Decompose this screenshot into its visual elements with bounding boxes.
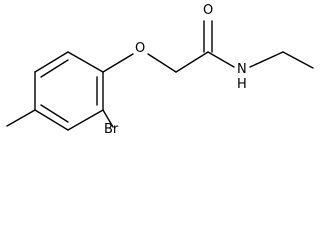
ring-double-bond [40, 104, 69, 123]
amide-nitrogen-label: N [237, 62, 247, 77]
ring-double-bond [40, 59, 69, 78]
bromine-bond [102, 109, 114, 128]
ring-bond [67, 51, 104, 73]
ring-bond [67, 109, 104, 131]
nitrogen-ethyl-bond [249, 51, 284, 68]
bromine-label: Br [104, 122, 119, 137]
methylene-carbonyl-bond [175, 51, 209, 73]
structure-canvas: Br O O N H [6, 3, 314, 137]
carbonyl-nitrogen-bond [207, 51, 235, 68]
methyl-bond [6, 109, 36, 127]
aryl-oxygen-bond [102, 53, 134, 73]
molecule-diagram: Br O O N H [6, 3, 314, 137]
carbonyl-oxygen-label: O [203, 3, 213, 18]
ring-bond [34, 109, 69, 131]
amide-hydrogen-label: H [237, 77, 247, 92]
ring-bond [34, 51, 69, 73]
ether-oxygen-label: O [135, 41, 145, 56]
ethyl-bond [282, 51, 314, 69]
benzene-ring [34, 51, 104, 131]
oxygen-methylene-bond [147, 53, 177, 73]
